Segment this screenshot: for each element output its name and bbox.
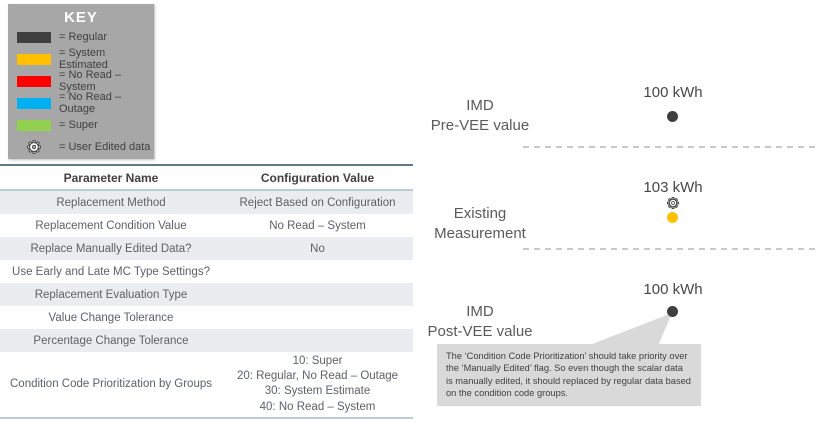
key-item-label: = User Edited data <box>59 141 151 153</box>
table-row: Replacement Evaluation Type <box>0 283 413 306</box>
table-row: Percentage Change Tolerance <box>0 329 413 352</box>
section-label-existing-measurement: Existing Measurement <box>434 205 526 243</box>
parameter-name-cell: Percentage Change Tolerance <box>33 334 189 347</box>
data-point-system-estimated <box>667 212 678 223</box>
key-item-label: = Regular <box>59 31 108 43</box>
table-row: Replace Manually Edited Data? No <box>0 237 413 260</box>
parameter-name-cell: Replacement Method <box>56 196 166 209</box>
data-point-regular <box>667 306 678 317</box>
column-header-configuration-value: Configuration Value <box>260 170 375 185</box>
key-item-no-read-outage: = No Read – Outage <box>8 91 154 115</box>
separator-dashed-line <box>523 248 820 250</box>
parameter-name-cell: Value Change Tolerance <box>48 311 174 324</box>
configuration-value-cell: 10: Super 20: Regular, No Read – Outage … <box>236 355 399 413</box>
callout-text: The ‘Condition Code Prioritization’ shou… <box>446 351 691 398</box>
key-item-label: = Super <box>59 119 98 131</box>
parameter-table: Parameter Name Configuration Value Repla… <box>0 164 413 419</box>
gear-icon <box>17 140 51 154</box>
key-item-system-estimated: = System Estimated <box>8 47 154 71</box>
key-item-label: = No Read – System <box>59 69 122 93</box>
parameter-name-cell: Replace Manually Edited Data? <box>30 242 192 255</box>
parameter-name-cell: Condition Code Prioritization by Groups <box>10 378 212 391</box>
existing-value-label: 103 kWh <box>643 179 703 196</box>
key-item-regular: = Regular <box>8 26 154 48</box>
key-item-user-edited: = User Edited data <box>8 136 154 158</box>
no-read-system-color-swatch <box>17 75 51 87</box>
parameter-name-cell: Use Early and Late MC Type Settings? <box>12 265 210 278</box>
super-color-swatch <box>17 119 51 131</box>
table-row: Value Change Tolerance <box>0 306 413 329</box>
table-header-row: Parameter Name Configuration Value <box>0 166 413 191</box>
key-legend: KEY = Regular = System Estimated = No Re… <box>8 4 154 159</box>
configuration-value-cell: Reject Based on Configuration <box>239 196 396 209</box>
post-vee-value-label: 100 kWh <box>643 281 703 298</box>
configuration-value-cell: No <box>310 242 325 255</box>
table-row: Replacement Method Reject Based on Confi… <box>0 191 413 214</box>
callout-box: The ‘Condition Code Prioritization’ shou… <box>437 344 701 407</box>
key-item-super: = Super <box>8 114 154 136</box>
key-item-no-read-system: = No Read – System <box>8 69 154 93</box>
data-point-regular <box>667 111 678 122</box>
table-row: Use Early and Late MC Type Settings? <box>0 260 413 283</box>
section-label-imd-pre-vee: IMD Pre-VEE value <box>430 97 530 135</box>
user-edited-gear-icon <box>666 197 679 210</box>
table-row: Replacement Condition Value No Read – Sy… <box>0 214 413 237</box>
table-row: Condition Code Prioritization by Groups … <box>0 352 413 417</box>
key-item-label: = No Read – Outage <box>59 91 122 115</box>
regular-color-swatch <box>17 31 51 43</box>
section-label-imd-post-vee: IMD Post-VEE value <box>427 303 533 341</box>
configuration-value-cell: No Read – System <box>269 219 366 232</box>
column-header-parameter-name: Parameter Name <box>63 170 159 185</box>
no-read-outage-color-swatch <box>17 97 51 109</box>
key-title: KEY <box>64 9 98 26</box>
key-item-label: = System Estimated <box>59 47 108 71</box>
parameter-name-cell: Replacement Condition Value <box>35 219 187 232</box>
parameter-name-cell: Replacement Evaluation Type <box>34 288 188 301</box>
pre-vee-value-label: 100 kWh <box>643 84 703 101</box>
system-estimated-color-swatch <box>17 53 51 65</box>
separator-dashed-line <box>523 146 820 148</box>
callout-pointer <box>587 313 672 346</box>
